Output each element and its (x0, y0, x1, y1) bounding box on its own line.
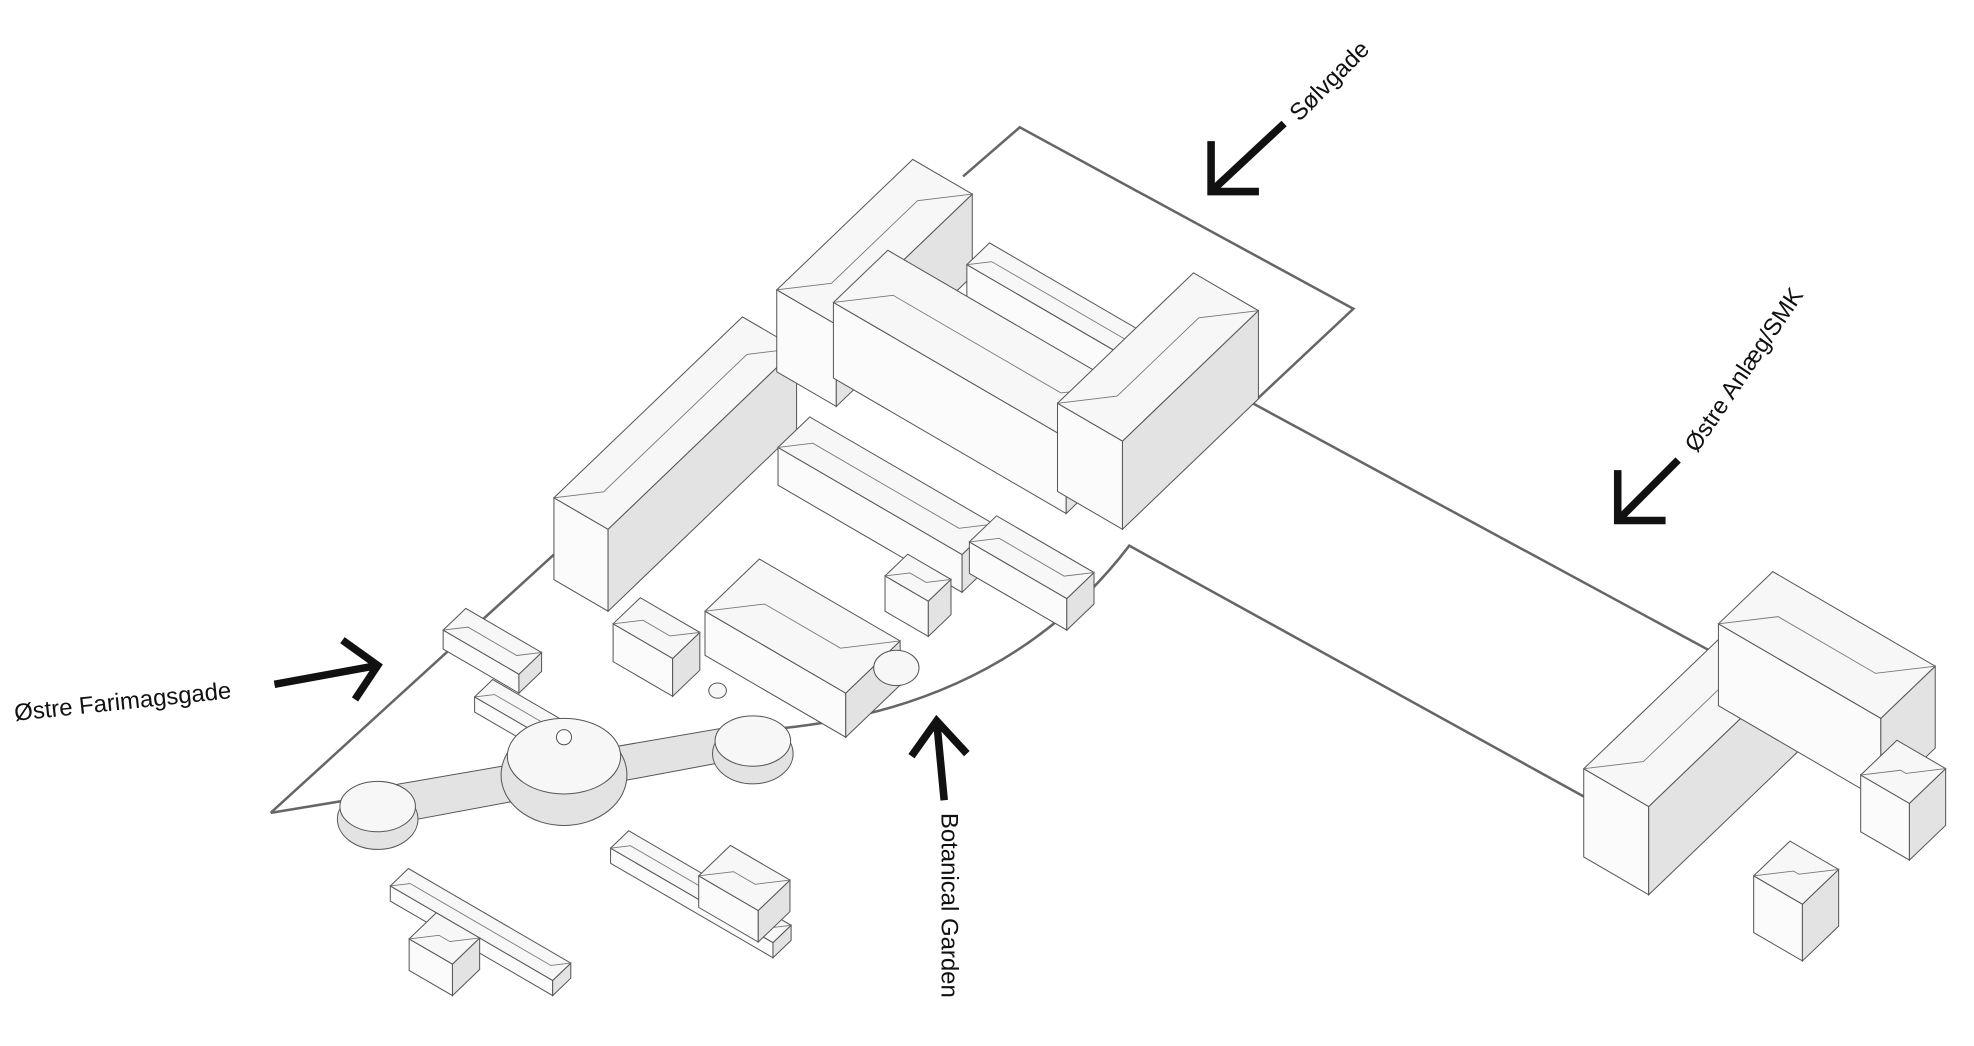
roof-ridge (613, 619, 700, 637)
roof-ridge (1718, 616, 1936, 674)
palm-house-west-dome (339, 780, 416, 833)
roof-ridge (777, 442, 994, 529)
building-west-shed (442, 607, 543, 695)
botanical-garden-arrow (908, 714, 970, 801)
ostre-anlaeg-label: Østre Anlæg/SMK (1680, 283, 1809, 457)
building-small-east (968, 515, 1095, 632)
ostre-farimagsgade-label: Østre Farimagsgade (13, 677, 233, 727)
solvgade-arrow (1207, 120, 1287, 196)
buildings (336, 158, 1947, 997)
roof-ridge (553, 347, 797, 499)
building-greenhouse-west (612, 597, 701, 698)
roof-ridge (776, 193, 973, 291)
smk-tower-south (1752, 840, 1840, 963)
building-south-shed (884, 553, 952, 638)
roof-ridge (1057, 310, 1259, 404)
roof-ridge (704, 603, 901, 649)
roof-ridge (698, 871, 791, 885)
smk-tower-east (1859, 739, 1947, 862)
roof-ridge (1860, 768, 1946, 776)
botanical-garden-label: Botanical Garden (936, 813, 963, 998)
roof-ridge (409, 934, 480, 943)
greenhouse-small-2 (697, 844, 791, 944)
roof-ridge (884, 572, 952, 583)
solvgade-label: Sølvgade (1284, 36, 1375, 127)
greenhouse-cluster (704, 558, 901, 739)
palm-house-east-dome (714, 715, 792, 767)
ostre-farimagsgade-arrow (273, 637, 383, 702)
palm-house-central-dome (506, 717, 622, 795)
building-west-block (553, 316, 798, 613)
building-east-wing (1056, 272, 1260, 531)
small-pavilion (708, 682, 727, 699)
roof-ridge (1753, 869, 1839, 877)
small-dome-pavilion (873, 649, 920, 687)
palm-house-lantern (555, 729, 573, 746)
greenhouse-small-1 (408, 912, 481, 997)
ostre-anlaeg-arrow (1613, 457, 1681, 525)
roof-ridge (390, 883, 571, 966)
roof-ridge (969, 537, 1095, 577)
roof-ridge (443, 626, 542, 656)
